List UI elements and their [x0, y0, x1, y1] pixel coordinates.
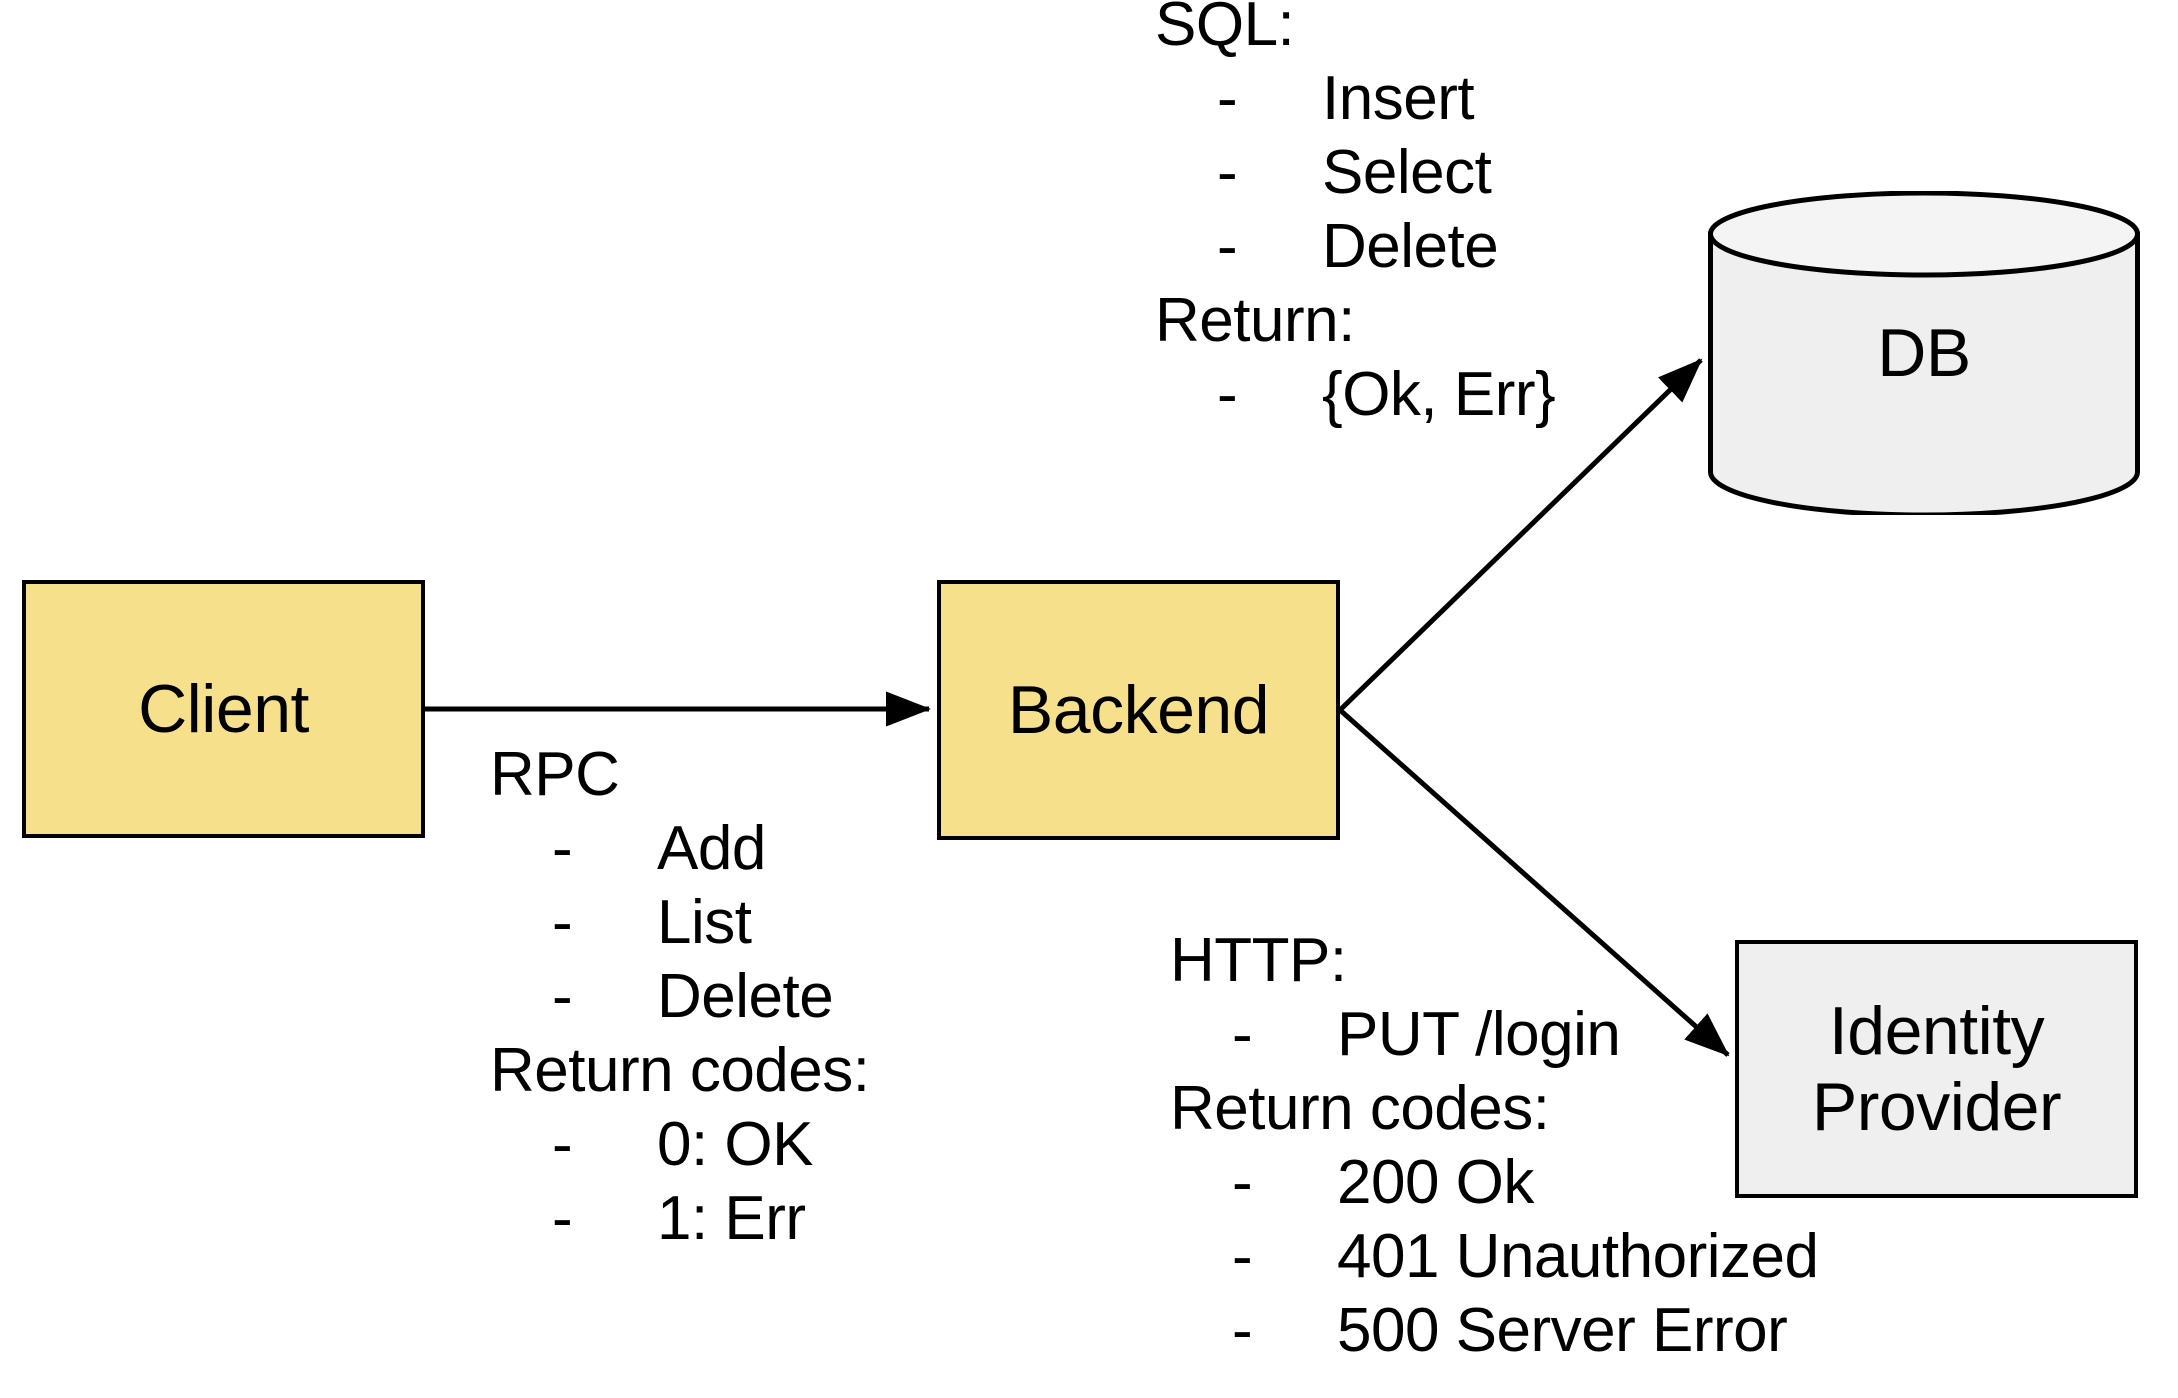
annotation-http-return-item: - 401 Unauthorized — [1170, 1220, 1819, 1294]
annotation-sql-item-label: Delete — [1322, 212, 1499, 281]
annotation-sql-return-item: - {Ok, Err} — [1155, 358, 1556, 432]
bullet-dash-icon: - — [552, 962, 573, 1031]
annotation-http: HTTP: - PUT /login Return codes: - 200 O… — [1170, 924, 1819, 1368]
bullet-dash-icon: - — [1232, 1296, 1253, 1365]
bullet-dash-icon: - — [1217, 64, 1238, 133]
database-cylinder-icon — [1708, 191, 2140, 515]
node-identity-provider[interactable]: Identity Provider — [1735, 940, 2138, 1198]
annotation-http-return-item-label: 500 Server Error — [1337, 1296, 1788, 1365]
annotation-rpc-return-item-label: 0: OK — [657, 1110, 814, 1179]
annotation-rpc-item-label: List — [657, 888, 752, 957]
annotation-http-return-item-label: 401 Unauthorized — [1337, 1222, 1819, 1291]
annotation-http-return-item: - 200 Ok — [1170, 1146, 1818, 1220]
annotation-http-header: HTTP: — [1170, 926, 1347, 995]
annotation-rpc: RPC - Add - List - Delete Return codes: … — [490, 738, 870, 1256]
node-db[interactable]: DB — [1708, 191, 2140, 515]
node-identity-provider-label: Identity Provider — [1811, 992, 2062, 1145]
annotation-sql-item-label: Insert — [1322, 64, 1475, 133]
annotation-rpc-return-item-label: 1: Err — [657, 1184, 806, 1253]
annotation-rpc-item-label: Delete — [657, 962, 834, 1031]
bullet-dash-icon: - — [1232, 1000, 1253, 1069]
annotation-sql-item: - Select — [1155, 136, 1555, 210]
node-client-label: Client — [138, 670, 309, 747]
bullet-dash-icon: - — [1232, 1222, 1253, 1291]
annotation-rpc-item: - Add — [490, 812, 870, 886]
annotation-rpc-return-header: Return codes: — [490, 1036, 870, 1105]
bullet-dash-icon: - — [1217, 212, 1238, 281]
annotation-sql: SQL: - Insert - Select - Delete Return: … — [1155, 0, 1556, 432]
annotation-sql-item: - Delete — [1155, 210, 1555, 284]
node-db-label: DB — [1877, 315, 1971, 391]
annotation-sql-item: - Insert — [1155, 62, 1555, 136]
annotation-http-item-label: PUT /login — [1337, 1000, 1621, 1069]
annotation-http-item: - PUT /login — [1170, 998, 1818, 1072]
annotation-sql-return-header: Return: — [1155, 286, 1355, 355]
node-backend-label: Backend — [1007, 671, 1270, 748]
annotation-rpc-return-item: - 1: Err — [490, 1182, 870, 1256]
bullet-dash-icon: - — [552, 1110, 573, 1179]
annotation-rpc-item: - Delete — [490, 960, 870, 1034]
bullet-dash-icon: - — [1217, 360, 1238, 429]
annotation-sql-header: SQL: — [1155, 0, 1295, 59]
node-client[interactable]: Client — [22, 580, 425, 838]
node-backend[interactable]: Backend — [937, 580, 1340, 840]
node-identity-provider-label-line1: Identity — [1828, 992, 2045, 1069]
annotation-rpc-return-item: - 0: OK — [490, 1108, 870, 1182]
bullet-dash-icon: - — [552, 814, 573, 883]
annotation-http-return-item-label: 200 Ok — [1337, 1148, 1534, 1217]
bullet-dash-icon: - — [1232, 1148, 1253, 1217]
bullet-dash-icon: - — [1217, 138, 1238, 207]
annotation-rpc-header: RPC — [490, 740, 620, 809]
bullet-dash-icon: - — [552, 888, 573, 957]
annotation-http-return-item: - 500 Server Error — [1170, 1294, 1818, 1368]
node-identity-provider-label-line2: Provider — [1811, 1069, 2062, 1145]
annotation-rpc-item: - List — [490, 886, 870, 960]
bullet-dash-icon: - — [552, 1184, 573, 1253]
annotation-sql-item-label: Select — [1322, 138, 1492, 207]
node-db-label-wrap: DB — [1708, 191, 2140, 515]
annotation-sql-return-item-label: {Ok, Err} — [1322, 360, 1556, 429]
annotation-http-return-header: Return codes: — [1170, 1074, 1550, 1143]
annotation-rpc-item-label: Add — [657, 814, 766, 883]
